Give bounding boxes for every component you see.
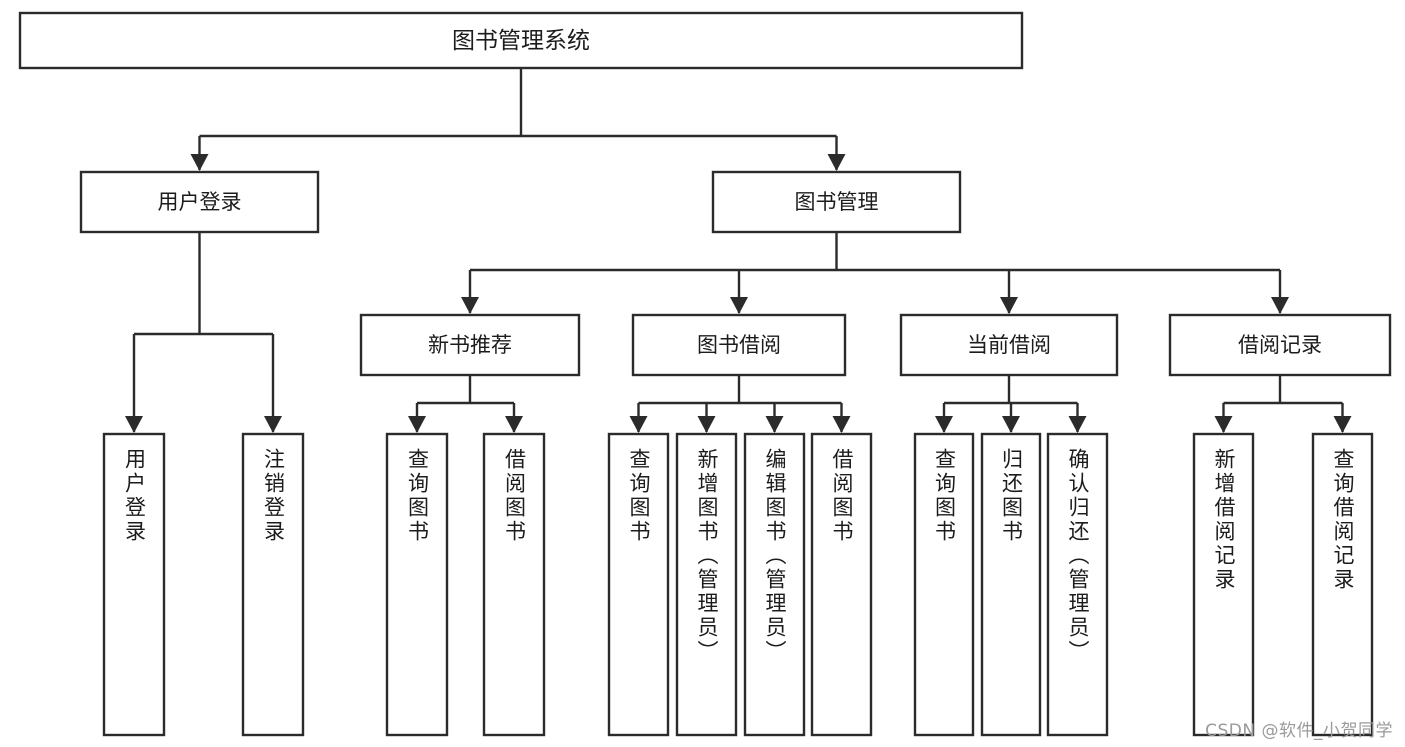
node-book-borrow-rect: [631, 313, 847, 377]
node-leaf-edit-book-rect[interactable]: [743, 432, 806, 737]
node-leaf-add-record-rect[interactable]: [1192, 432, 1255, 737]
arrow-head-icon: [1333, 416, 1352, 433]
arrow-head-icon: [730, 297, 748, 314]
arrow-head-icon: [1271, 297, 1289, 314]
node-leaf-borrow-book-1-rect[interactable]: [482, 432, 546, 737]
arrow-head-icon: [935, 416, 953, 433]
node-book-management[interactable]: 图书管理: [711, 170, 962, 234]
node-leaf-confirm-return-rect[interactable]: [1046, 432, 1109, 737]
node-book-borrow-label: 图书借阅: [697, 333, 781, 357]
node-leaf-query-book-1-rect[interactable]: [385, 432, 449, 737]
node-new-book-recommend[interactable]: 新书推荐: [359, 313, 581, 377]
connector-lines: [125, 68, 1352, 433]
node-borrow-record-label: 借阅记录: [1238, 333, 1322, 357]
arrow-head-icon: [190, 154, 209, 171]
arrow-head-icon: [1002, 416, 1020, 433]
node-current-borrow-rect: [899, 313, 1119, 377]
node-user-login[interactable]: 用户登录: [79, 170, 320, 234]
arrow-head-icon: [827, 154, 846, 171]
node-leaf-query-book-2-rect[interactable]: [607, 432, 670, 737]
node-borrow-record[interactable]: 借阅记录: [1168, 313, 1392, 377]
node-leaf-user-login-rect[interactable]: [102, 432, 166, 737]
arrow-head-icon: [832, 416, 851, 433]
arrow-head-icon: [697, 416, 716, 433]
node-leaf-query-record-rect[interactable]: [1311, 432, 1374, 737]
node-current-borrow-label: 当前借阅: [967, 333, 1051, 357]
node-leaf-query-book-3-rect[interactable]: [913, 432, 975, 737]
node-user-login-rect: [79, 170, 320, 234]
arrow-head-icon: [408, 416, 426, 433]
arrow-head-icon: [461, 297, 479, 314]
node-leaf-add-book-rect[interactable]: [675, 432, 738, 737]
arrow-head-icon: [1214, 416, 1233, 433]
node-leaf-return-book-rect[interactable]: [980, 432, 1042, 737]
node-new-book-recommend-rect: [359, 313, 581, 377]
arrow-head-icon: [629, 416, 648, 433]
arrow-head-icon: [125, 416, 143, 433]
node-root[interactable]: 图书管理系统: [18, 11, 1024, 70]
arrow-head-icon: [1068, 416, 1087, 433]
node-root-rect: [18, 11, 1024, 70]
node-current-borrow[interactable]: 当前借阅: [899, 313, 1119, 377]
node-leaf-logout-rect[interactable]: [241, 432, 305, 737]
node-leaf-borrow-book-2-rect[interactable]: [810, 432, 873, 737]
arrow-head-icon: [1000, 297, 1018, 314]
node-root-label: 图书管理系统: [452, 28, 590, 54]
node-borrow-record-rect: [1168, 313, 1392, 377]
node-book-management-rect: [711, 170, 962, 234]
node-book-borrow[interactable]: 图书借阅: [631, 313, 847, 377]
watermark-text: CSDN @软件_小贺同学: [1205, 721, 1393, 741]
arrow-head-icon: [765, 416, 784, 433]
arrow-head-icon: [505, 416, 523, 433]
node-book-management-label: 图书管理: [795, 190, 879, 214]
arrow-head-icon: [264, 416, 282, 433]
node-user-login-label: 用户登录: [158, 190, 242, 214]
node-new-book-recommend-label: 新书推荐: [428, 333, 512, 357]
